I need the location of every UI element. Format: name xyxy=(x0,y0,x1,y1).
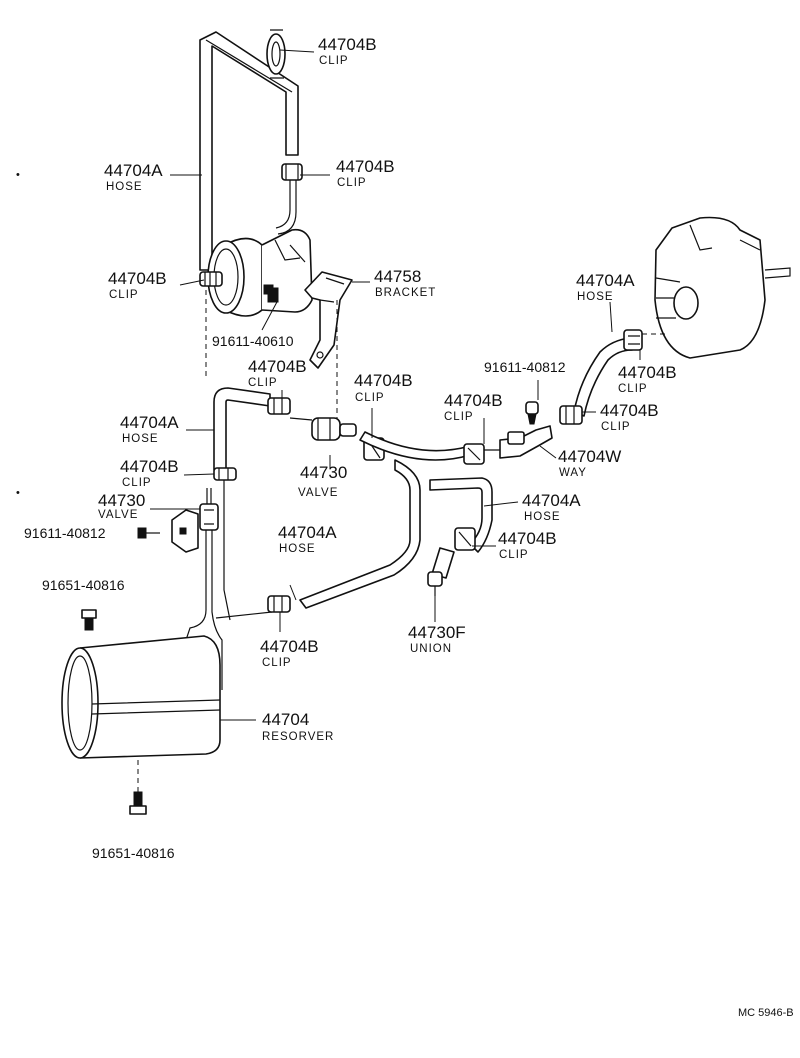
bolt-left-icon xyxy=(137,527,160,539)
clip-right-icon xyxy=(559,405,583,425)
label-union-name: UNION xyxy=(410,643,452,655)
label-clip-right-lower-part: 44704B xyxy=(498,529,557,548)
label-clip-lower-center-part: 44704B xyxy=(260,637,319,656)
label-clip-right-center-name: CLIP xyxy=(444,411,474,423)
label-hose-right-lower-part: 44704A xyxy=(522,491,581,510)
label-clip-lower-center-name: CLIP xyxy=(262,657,292,669)
label-valve-center-name: VALVE xyxy=(298,487,338,499)
label-hose-right-lower-name: HOSE xyxy=(524,511,561,523)
label-hose-top-part: 44704A xyxy=(104,161,163,180)
label-hose-right-name: HOSE xyxy=(577,291,614,303)
label-valve-left-part: 44730 xyxy=(98,491,145,510)
label-bracket-part: 44758 xyxy=(374,267,421,286)
line-right-of-valve xyxy=(223,480,231,621)
label-clip-top-name: CLIP xyxy=(319,55,349,67)
way-connector-icon xyxy=(470,425,553,459)
label-clip-center-part: 44704B xyxy=(354,371,413,390)
label-clip-upper-part: 44704B xyxy=(336,157,395,176)
label-hose-top-name: HOSE xyxy=(106,181,143,193)
label-valve-center-part: 44730 xyxy=(300,463,347,482)
label-clip-booster-left-name: CLIP xyxy=(109,289,139,301)
line-to-tank-2 xyxy=(211,530,223,690)
label-hose-right-part: 44704A xyxy=(576,271,635,290)
label-clip-left-name: CLIP xyxy=(122,477,152,489)
clip-right-lower-icon xyxy=(454,527,476,551)
bolt-right-icon xyxy=(525,401,539,425)
label-clip-mid-left-name: CLIP xyxy=(248,377,278,389)
label-hose-mid-left-name: HOSE xyxy=(122,433,159,445)
hose-mid-left xyxy=(213,387,271,471)
label-reservoir-name: RESORVER xyxy=(262,731,334,743)
clip-right-center-icon xyxy=(463,443,485,465)
label-hose-center-name: HOSE xyxy=(279,543,316,555)
label-clip-booster-left-part: 44704B xyxy=(108,269,167,288)
label-clip-right-center-part: 44704B xyxy=(444,391,503,410)
stray-mark: • xyxy=(16,169,20,181)
bolt-tank-bottom-icon xyxy=(129,791,147,815)
label-valve-left-name: VALVE xyxy=(98,509,138,521)
label-union-part: 44730F xyxy=(408,623,466,642)
reservoir-tank-icon xyxy=(61,635,221,759)
bolt-tank-top-icon xyxy=(81,609,97,631)
stray-mark: • xyxy=(16,487,20,499)
clip-left-icon xyxy=(213,467,237,481)
label-way-name: WAY xyxy=(559,467,587,479)
bolt-booster-leader xyxy=(261,299,279,331)
leader-lines xyxy=(150,49,641,721)
label-clip-top-part: 44704B xyxy=(318,35,377,54)
clip-right-upper-icon xyxy=(623,329,643,351)
master-booster-right-icon xyxy=(654,216,791,359)
label-bracket-name: BRACKET xyxy=(375,287,436,299)
bolt-booster-icon xyxy=(263,284,274,295)
label-bolt-right-part: 91611-40812 xyxy=(484,359,566,375)
clip-mid-left-icon xyxy=(267,397,291,415)
clip-upper-icon xyxy=(281,163,303,181)
label-clip-right-part: 44704B xyxy=(600,401,659,420)
label-clip-mid-left-part: 44704B xyxy=(248,357,307,376)
label-clip-center-name: CLIP xyxy=(355,392,385,404)
label-clip-right-lower-name: CLIP xyxy=(499,549,529,561)
union-icon xyxy=(427,547,455,596)
label-bolt-left-part: 91611-40812 xyxy=(24,525,106,541)
label-clip-right-name: CLIP xyxy=(601,421,631,433)
brake-booster-icon xyxy=(207,228,313,317)
label-bolt-booster-part: 91611-40610 xyxy=(212,333,294,349)
figure-reference: MC 5946-B xyxy=(738,1007,794,1019)
label-clip-right-upper-part: 44704B xyxy=(618,363,677,382)
hose-center xyxy=(299,459,421,609)
line-to-lower-clip xyxy=(215,611,273,619)
valve-center-icon xyxy=(289,417,357,441)
clip-booster-left-icon xyxy=(199,271,223,287)
clip-lower-center-icon xyxy=(267,595,291,613)
label-clip-right-upper-name: CLIP xyxy=(618,383,648,395)
top-hose-loop xyxy=(199,31,299,271)
label-bolt-tank-bottom-part: 91651-40816 xyxy=(92,845,175,861)
label-reservoir-part: 44704 xyxy=(262,710,309,729)
clip-top-icon xyxy=(266,29,286,79)
bracket-icon xyxy=(304,271,353,369)
mount-plate-icon xyxy=(171,509,199,553)
valve-left-icon xyxy=(199,503,219,531)
label-clip-left-part: 44704B xyxy=(120,457,179,476)
line-to-tank-1 xyxy=(185,530,207,641)
label-clip-upper-name: CLIP xyxy=(337,177,367,189)
valve-left-nipple xyxy=(206,488,212,504)
label-way-part: 44704W xyxy=(558,447,621,466)
label-hose-mid-left-part: 44704A xyxy=(120,413,179,432)
label-hose-center-part: 44704A xyxy=(278,523,337,542)
label-bolt-tank-top-part: 91651-40816 xyxy=(42,577,125,593)
